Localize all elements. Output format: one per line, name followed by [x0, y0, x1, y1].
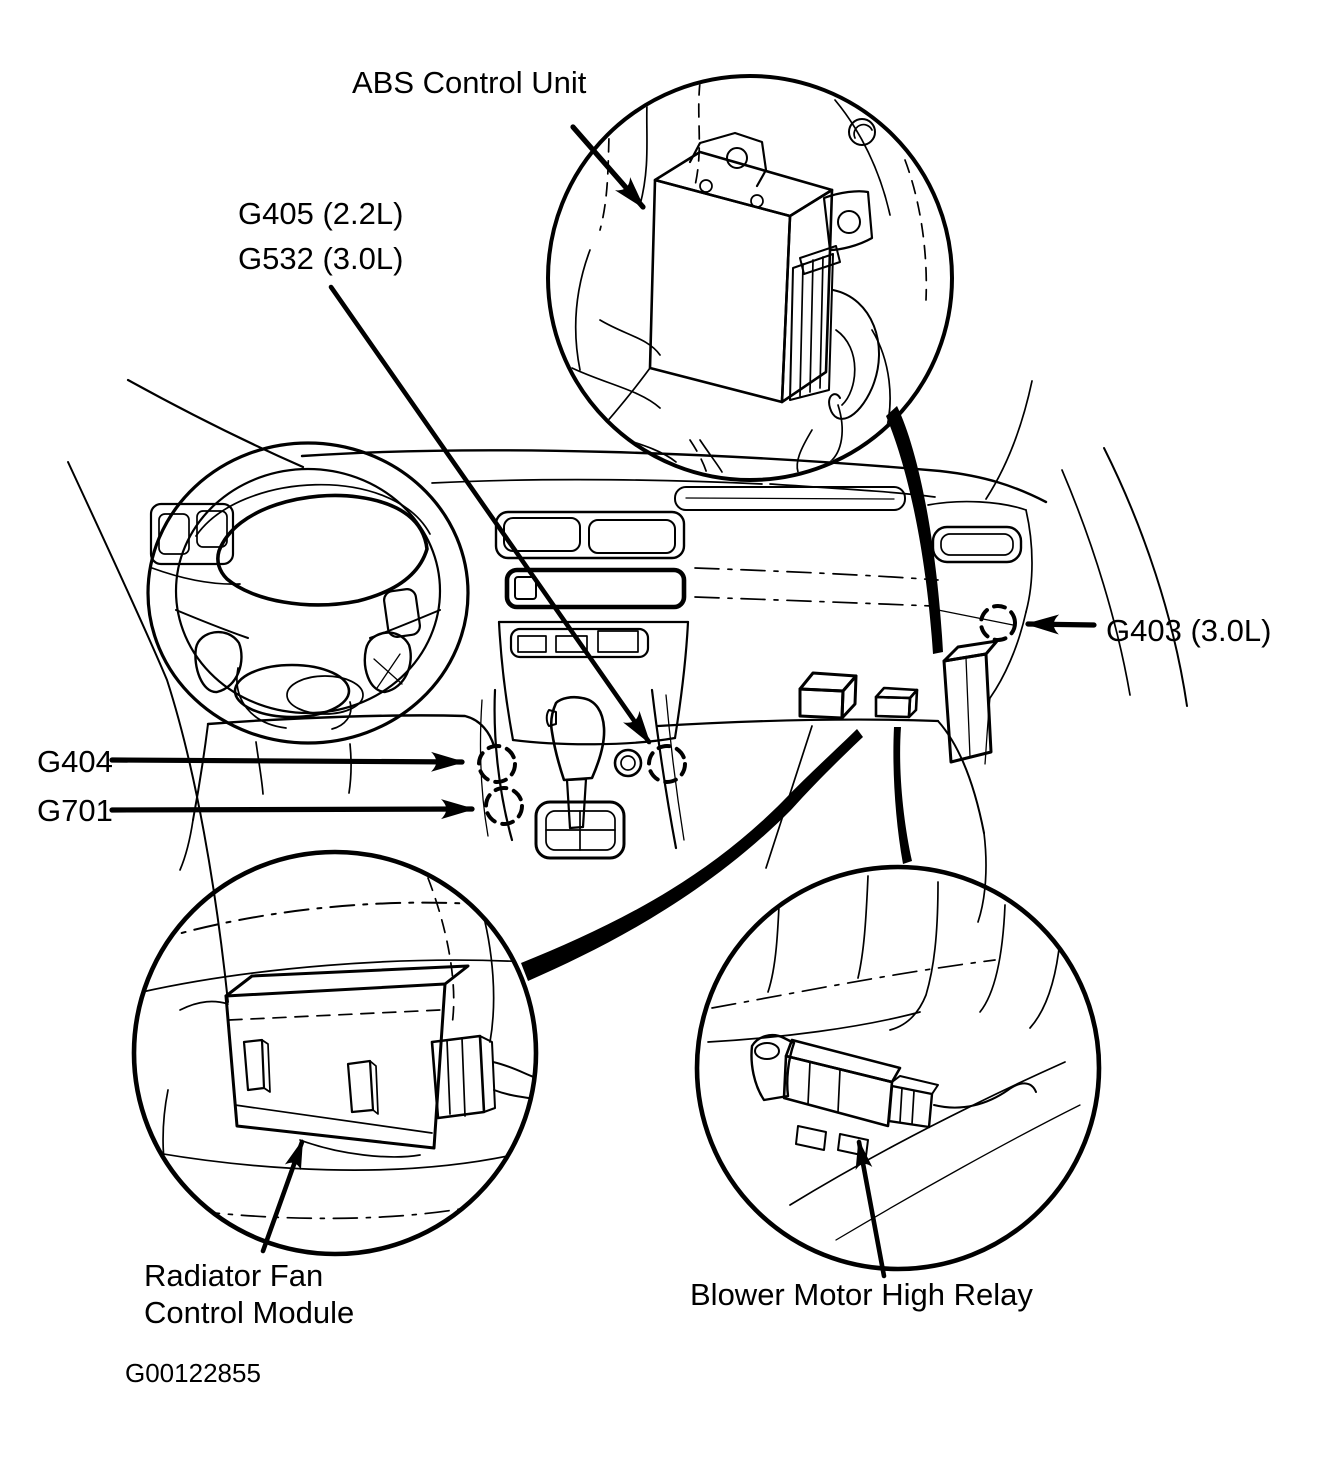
- vent-left: [503, 517, 581, 552]
- ground-marker-g403: [979, 604, 1017, 642]
- vent-bezel: [494, 510, 686, 560]
- arrow-abs-control-unit: [570, 124, 646, 210]
- shift-gate-plate: [534, 800, 626, 860]
- blower-inset-art: [707, 875, 1081, 1241]
- arrow-g404: [109, 751, 465, 772]
- gear-shifter: [534, 695, 626, 860]
- g403-pointer-line: [937, 609, 1014, 626]
- relay-box-a: [798, 671, 858, 720]
- vent-right: [588, 519, 676, 554]
- knee-bolster: [206, 714, 496, 748]
- radiator-inset: [131, 849, 539, 1257]
- wheel-hub: [233, 663, 351, 719]
- label-g403: G403 (3.0L): [1106, 613, 1271, 648]
- label-g701: G701: [37, 793, 113, 828]
- abs-inset-art: [571, 81, 928, 478]
- swoosh-abs-to-dash: [886, 406, 943, 654]
- shift-stem: [565, 777, 588, 830]
- glove-box: [927, 500, 1033, 765]
- swoosh-blower-to-dash: [893, 727, 912, 864]
- arrow-g701: [109, 799, 475, 820]
- label-g405: G405 (2.2L): [238, 196, 403, 231]
- glove-box-handle: [931, 525, 1023, 564]
- swoosh-radiator-to-dash: [521, 729, 863, 981]
- radio-slot: [504, 567, 687, 610]
- figure-code: G00122855: [125, 1358, 261, 1388]
- center-stack: [494, 510, 690, 746]
- steering-wheel: [146, 441, 470, 795]
- dashboard-drawing: [67, 378, 1188, 1003]
- label-blower-motor-high-relay: Blower Motor High Relay: [690, 1277, 1033, 1312]
- abs-inset-circle: [546, 74, 954, 482]
- arrow-radiator-fan-module: [260, 1139, 305, 1254]
- label-g532: G532 (3.0L): [238, 241, 403, 276]
- instrument-cluster-lens: [216, 493, 429, 607]
- arrow-blower-relay: [855, 1139, 887, 1279]
- shift-knob: [549, 695, 606, 782]
- abs-control-unit-box: [648, 150, 880, 463]
- console-right-edge: [650, 688, 678, 850]
- arrow-g403: [1025, 614, 1097, 635]
- relay-box-b: [874, 686, 919, 719]
- label-radiator-fan-line2: Control Module: [144, 1295, 354, 1330]
- label-radiator-fan-line1: Radiator Fan: [144, 1258, 323, 1293]
- left-door-line: [67, 461, 229, 1003]
- label-abs-control-unit: ABS Control Unit: [352, 65, 587, 100]
- lighter-socket: [613, 748, 643, 778]
- mount-bolt: [848, 118, 876, 146]
- leader-g405-g532: [328, 284, 652, 745]
- right-a-pillar: [985, 380, 1033, 500]
- right-door-line: [1103, 447, 1188, 707]
- radiator-inset-art: [139, 877, 534, 1220]
- label-g404: G404: [37, 744, 113, 779]
- bracket-top: [688, 131, 768, 188]
- blower-motor-high-relay-box: [750, 1034, 1037, 1157]
- abs-inset: [546, 74, 954, 482]
- blower-inset: [694, 864, 1102, 1279]
- ground-marker-g701: [484, 786, 524, 826]
- left-a-pillar: [126, 378, 305, 469]
- ground-marker-g405-g532: [647, 744, 687, 784]
- horn-pad-left: [194, 630, 243, 694]
- cluster-hood: [195, 483, 431, 537]
- dimmer-panel: [149, 502, 241, 585]
- radiator-fan-control-module-box: [224, 964, 534, 1150]
- blower-inset-circle: [694, 864, 1102, 1272]
- radiator-inset-circle: [131, 849, 539, 1257]
- defroster-slot: [674, 486, 906, 511]
- horn-pad-right: [363, 631, 412, 694]
- relay-connector: [887, 1084, 934, 1129]
- ground-marker-g404: [477, 744, 517, 784]
- dash-top-edge: [300, 449, 1048, 504]
- abs-harness: [828, 289, 880, 420]
- under-dash-shelf: [656, 718, 940, 728]
